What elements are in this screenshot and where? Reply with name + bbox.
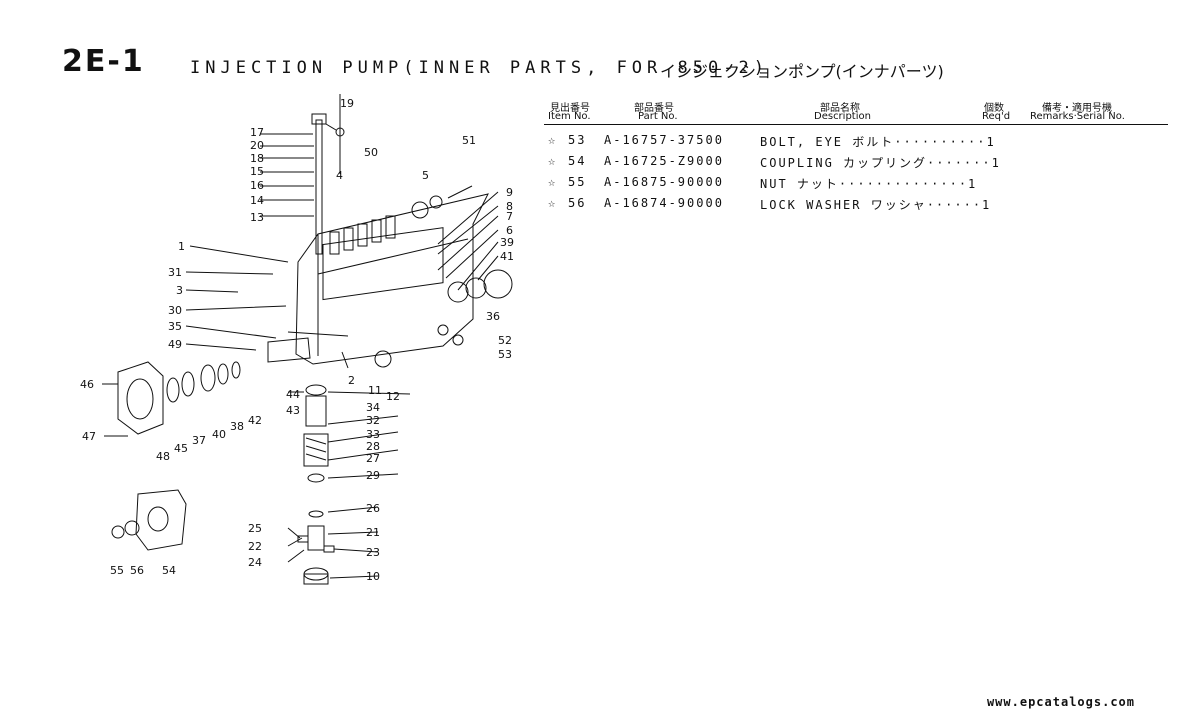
callout: 27	[366, 452, 380, 465]
part-no: A-16757-37500	[604, 133, 724, 147]
col-desc-jp: 部品名称	[820, 103, 860, 114]
callout: 48	[156, 450, 170, 463]
callout: 15	[250, 165, 264, 178]
part-no: A-16725-Z9000	[604, 154, 724, 168]
callout: 50	[364, 146, 378, 159]
callout: 53	[498, 348, 512, 361]
description: BOLT, EYE ボルト··········1	[760, 135, 996, 149]
callout: 33	[366, 428, 380, 441]
callout: 16	[250, 179, 264, 192]
callout: 22	[248, 540, 262, 553]
callout: 40	[212, 428, 226, 441]
callout: 43	[286, 404, 300, 417]
callout: 3	[176, 284, 183, 297]
col-desc-en: Description	[814, 111, 871, 122]
page-title: INJECTION PUMP(INNER PARTS, FOR 850-2)	[190, 58, 769, 78]
new-mark: ☆	[548, 133, 558, 147]
callout: 21	[366, 526, 380, 539]
exploded-parts-diagram: 19 17 20 18 15 16 14 13 50 4 5 51 9 8 7 …	[80, 94, 514, 585]
callout: 31	[168, 266, 182, 279]
callout: 42	[248, 414, 262, 427]
callout: 49	[168, 338, 182, 351]
col-qty-en: Req'd	[982, 111, 1011, 122]
callout: 44	[286, 388, 300, 401]
part-no: A-16874-90000	[604, 196, 724, 210]
parts-table: 見出番号 Item No. 部品番号 Part No. 部品名称 Descrip…	[544, 96, 1168, 213]
item-no: 55	[568, 175, 587, 189]
callout: 52	[498, 334, 512, 347]
description: COUPLING カップリング·······1	[760, 156, 1001, 170]
callout: 51	[462, 134, 476, 147]
callout: 35	[168, 320, 182, 333]
callout: 23	[366, 546, 380, 559]
description: NUT ナット··············1	[760, 177, 978, 191]
callout-labels: 19 17 20 18 15 16 14 13 50 4 5 51 9 8 7 …	[80, 97, 514, 583]
callout: 46	[80, 378, 94, 391]
callout: 36	[486, 310, 500, 323]
table-row: ☆ 53 A-16757-37500 BOLT, EYE ボルト········…	[544, 129, 1168, 150]
callout: 7	[506, 210, 513, 223]
callout: 8	[506, 200, 513, 213]
col-item-jp: 見出番号	[550, 103, 590, 114]
callout: 25	[248, 522, 262, 535]
callout: 11	[368, 384, 382, 397]
description: LOCK WASHER ワッシャ······1	[760, 198, 992, 212]
callout: 10	[366, 570, 380, 583]
callout: 55	[110, 564, 124, 577]
page-title-japanese: インジェクションポンプ(インナパーツ)	[660, 62, 944, 81]
callout: 54	[162, 564, 176, 577]
callout: 32	[366, 414, 380, 427]
callout: 2	[348, 374, 355, 387]
col-item-en: Item No.	[548, 111, 591, 122]
table-row: ☆ 55 A-16875-90000 NUT ナット··············…	[544, 171, 1168, 192]
callout: 37	[192, 434, 206, 447]
callout: 19	[340, 97, 354, 110]
callout: 9	[506, 186, 513, 199]
item-no: 56	[568, 196, 587, 210]
callout: 38	[230, 420, 244, 433]
callout: 13	[250, 211, 264, 224]
new-mark: ☆	[548, 154, 558, 168]
part-no: A-16875-90000	[604, 175, 724, 189]
col-part-en: Part No.	[638, 111, 678, 122]
col-remarks-jp: 備考・適用号機	[1042, 103, 1112, 114]
website-watermark: www.epcatalogs.com	[986, 695, 1135, 709]
callout: 41	[500, 250, 514, 263]
section-code: 2E-1	[62, 44, 145, 79]
new-mark: ☆	[548, 196, 558, 210]
callout: 39	[500, 236, 514, 249]
callout: 18	[250, 152, 264, 165]
callout: 6	[506, 224, 513, 237]
callout: 4	[336, 169, 343, 182]
callout: 17	[250, 126, 264, 139]
callout: 20	[250, 139, 264, 152]
new-mark: ☆	[548, 175, 558, 189]
callout: 24	[248, 556, 262, 569]
pump-housing	[295, 193, 489, 365]
callout: 12	[386, 390, 400, 403]
callout: 29	[366, 469, 380, 482]
col-part-jp: 部品番号	[634, 103, 674, 114]
callout: 30	[168, 304, 182, 317]
table-header: 見出番号 Item No. 部品番号 Part No. 部品名称 Descrip…	[544, 96, 1168, 125]
callout: 47	[82, 430, 96, 443]
callout: 56	[130, 564, 144, 577]
callout: 5	[422, 169, 429, 182]
callout: 28	[366, 440, 380, 453]
callout: 1	[178, 240, 185, 253]
callout: 45	[174, 442, 188, 455]
table-row: ☆ 54 A-16725-Z9000 COUPLING カップリング······…	[544, 150, 1168, 171]
col-remarks-en: Remarks·Serial No.	[1030, 111, 1125, 122]
item-no: 53	[568, 133, 587, 147]
callout: 26	[366, 502, 380, 515]
callout: 34	[366, 401, 380, 414]
item-no: 54	[568, 154, 587, 168]
callout: 14	[250, 194, 264, 207]
table-row: ☆ 56 A-16874-90000 LOCK WASHER ワッシャ·····…	[544, 192, 1168, 213]
col-qty-jp: 個数	[984, 103, 1004, 114]
